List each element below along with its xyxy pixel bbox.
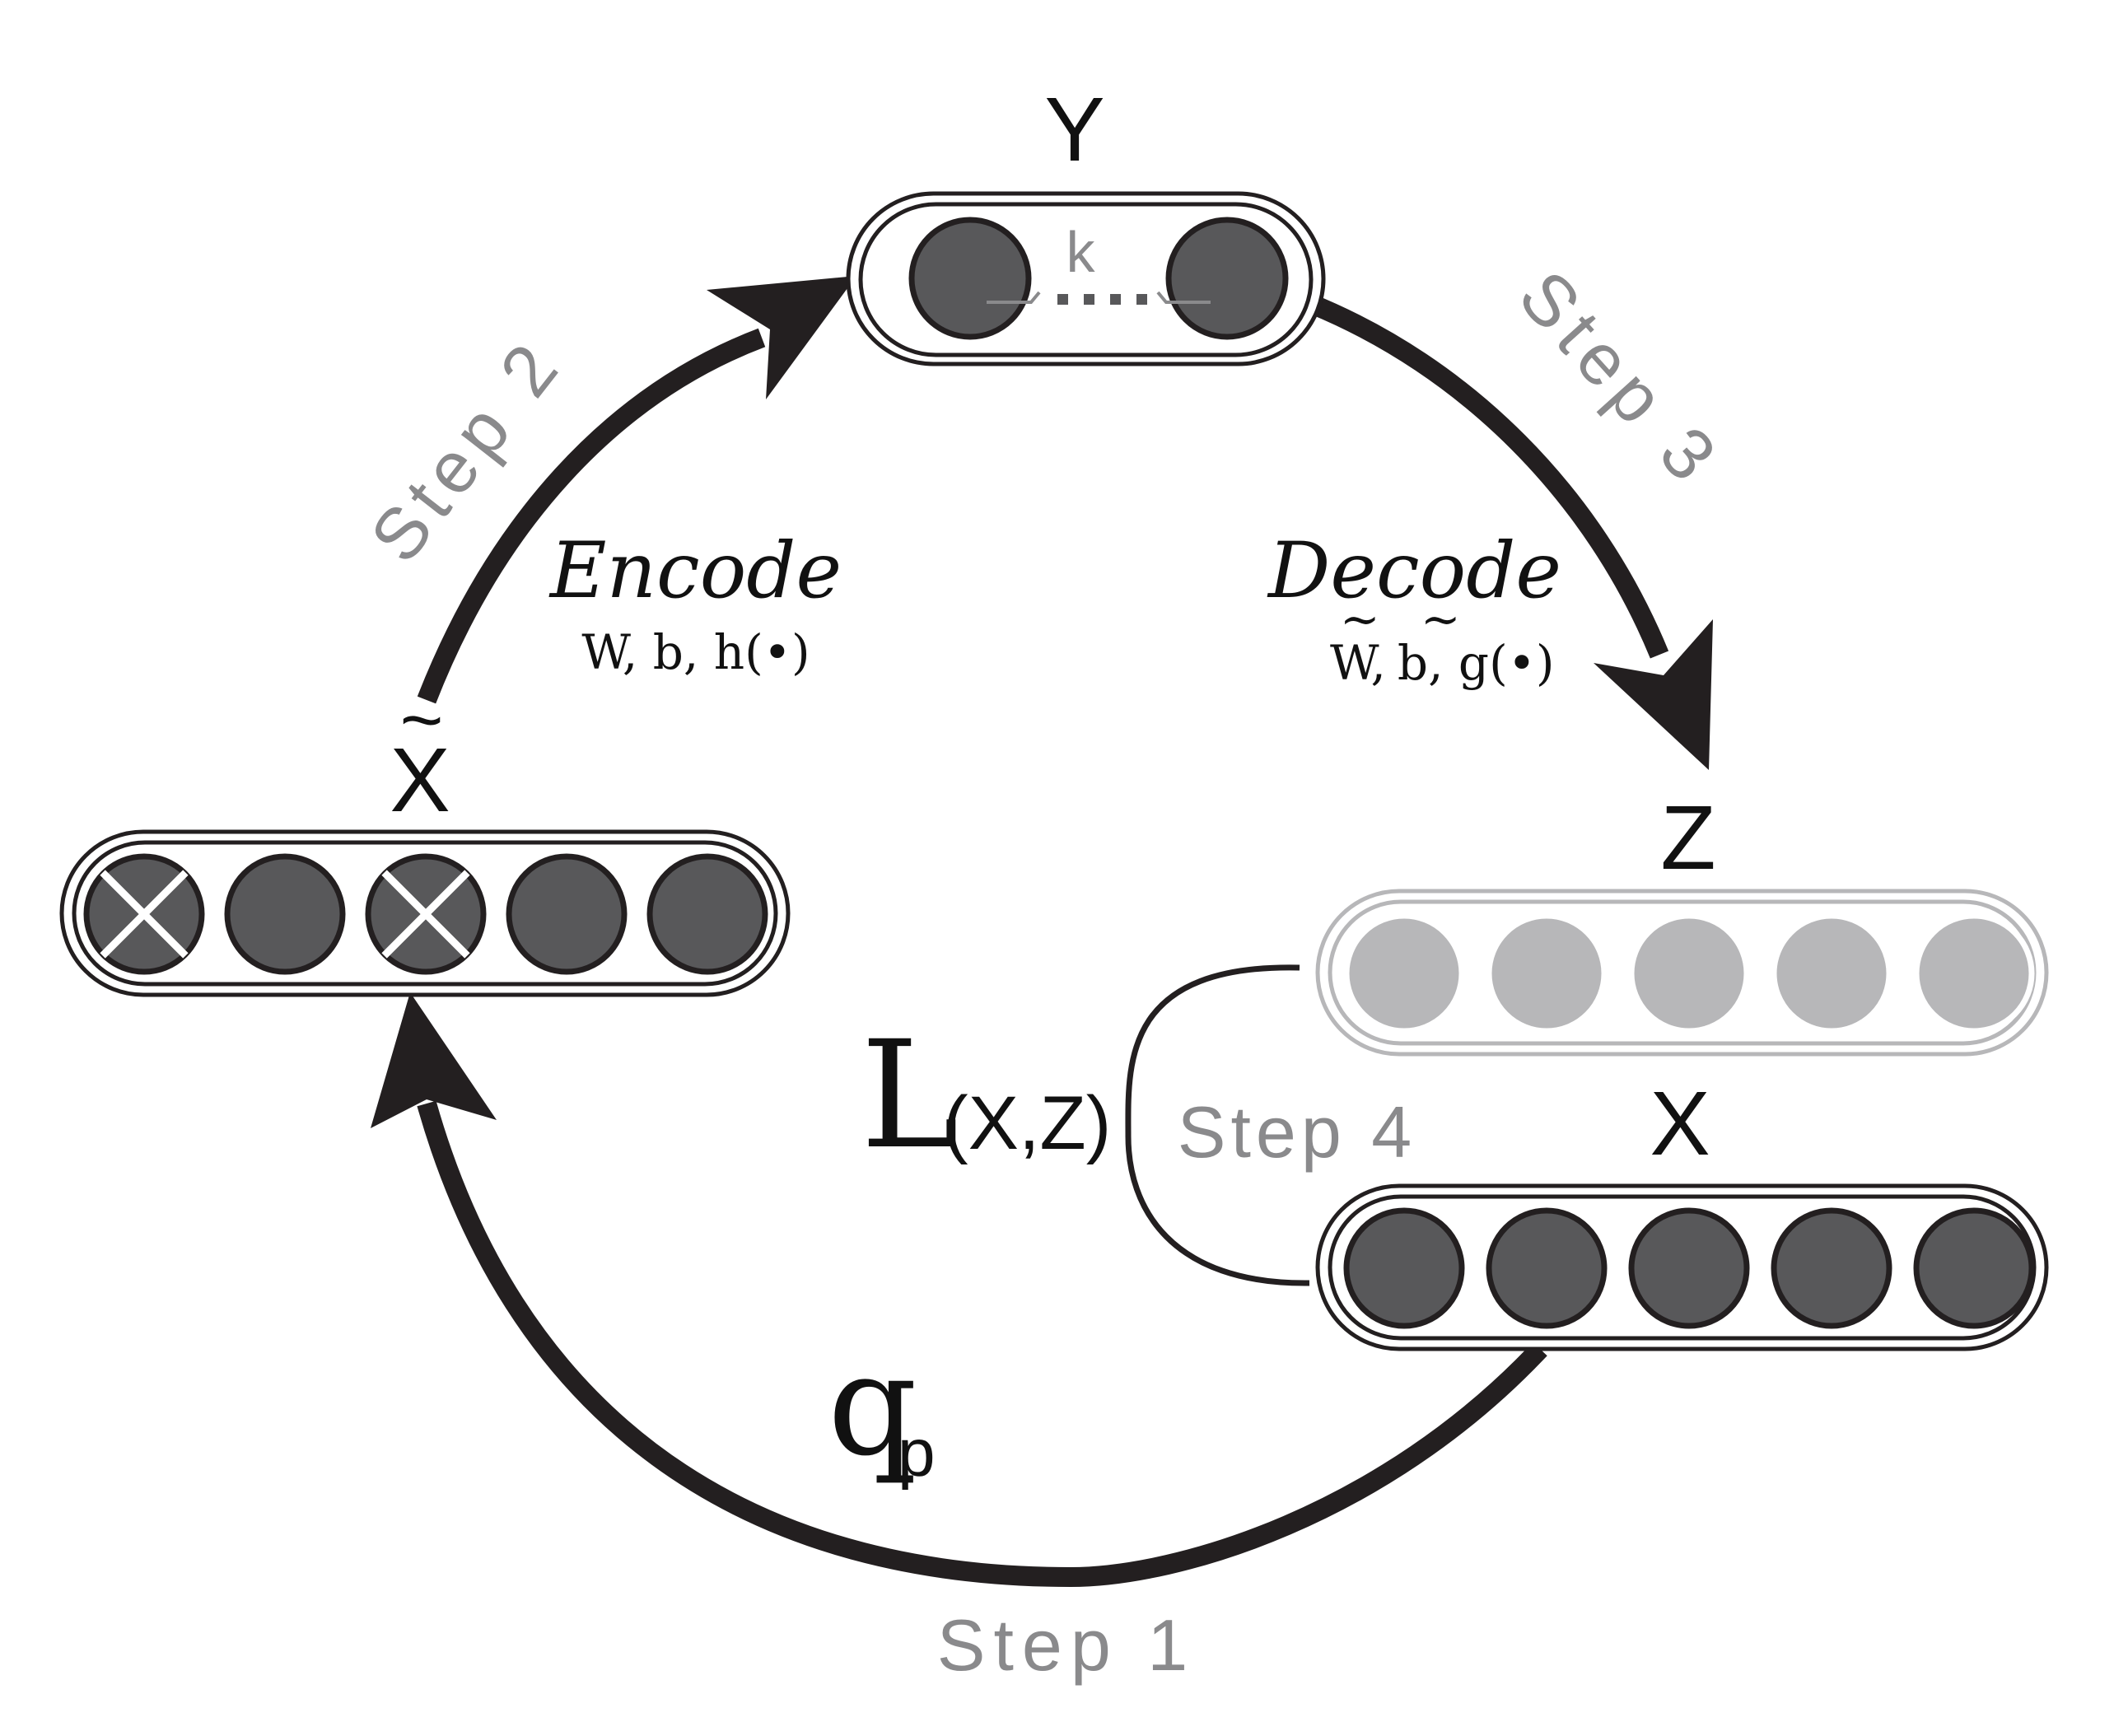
step2-label: Step 2 bbox=[354, 323, 578, 577]
loss-args: (X,Z) bbox=[943, 1081, 1111, 1165]
layer-x-node bbox=[1343, 1207, 1465, 1329]
step3-arrowhead bbox=[1594, 619, 1713, 770]
decode-param-b-tilde: ~ bbox=[1421, 591, 1461, 647]
layer-x bbox=[1315, 1183, 2049, 1351]
decode-param-w-tilde: ~ bbox=[1340, 591, 1380, 647]
layer-z bbox=[1315, 889, 2049, 1057]
layer-x-tilde-label: X bbox=[390, 730, 450, 831]
layer-x-tilde-node bbox=[646, 853, 768, 975]
layer-x-tilde-node bbox=[506, 853, 628, 975]
step1-arrowhead bbox=[371, 992, 497, 1128]
layer-z-node bbox=[1771, 912, 1892, 1034]
layer-x-node bbox=[1486, 1207, 1608, 1329]
step1-label: Step 1 bbox=[937, 1604, 1196, 1686]
layer-x-tilde-inner-outline bbox=[72, 840, 778, 987]
layer-z-node bbox=[1343, 912, 1465, 1034]
layer-z-label: Z bbox=[1660, 787, 1715, 889]
encode-params: W, b, h(•) bbox=[581, 624, 810, 680]
corrupted-node-cross-icon bbox=[381, 870, 470, 959]
encode-title: Encode bbox=[548, 526, 842, 616]
layer-y-inner-outline bbox=[858, 202, 1314, 357]
step3-arrow bbox=[1305, 293, 1713, 770]
layer-y-span-bracket bbox=[987, 291, 1211, 305]
layer-y-node bbox=[908, 217, 1032, 340]
layer-x-node bbox=[1771, 1207, 1892, 1329]
decode-param-sep: , bbox=[1370, 635, 1385, 691]
layer-x-tilde-node bbox=[224, 853, 346, 975]
layer-x-node bbox=[1913, 1207, 2035, 1329]
step4-label: Step 4 bbox=[1178, 1091, 1416, 1173]
step2-arrow bbox=[417, 276, 856, 704]
layer-x-tilde bbox=[59, 829, 791, 997]
corruption-symbol: q bbox=[828, 1324, 917, 1487]
layer-z-node bbox=[1486, 912, 1608, 1034]
decode-param-b: b bbox=[1398, 635, 1428, 691]
corruption-subscript: p bbox=[898, 1416, 936, 1491]
layer-y-span-label: k bbox=[1066, 220, 1096, 284]
layer-y-node bbox=[1165, 217, 1289, 340]
layer-z-node bbox=[1628, 912, 1750, 1034]
layer-x-tilde-tilde-mark: ~ bbox=[400, 679, 444, 762]
loss-symbol: L bbox=[861, 1010, 959, 1182]
decode-param-rest: , g(•) bbox=[1428, 635, 1554, 691]
step2-arrowhead bbox=[707, 276, 856, 399]
layer-z-node bbox=[1913, 912, 2035, 1034]
corrupted-node-cross-icon bbox=[100, 870, 189, 959]
layer-y: k bbox=[846, 191, 1326, 366]
step4-loss-loop bbox=[1125, 964, 1310, 1286]
decode-params: W,b, g(•) bbox=[1330, 635, 1555, 691]
decode-title: Decode bbox=[1267, 526, 1561, 616]
layer-y-label: Y bbox=[1044, 79, 1104, 180]
layer-x-node bbox=[1628, 1207, 1750, 1329]
step1-arrow bbox=[371, 992, 1547, 1588]
layer-x-label: X bbox=[1650, 1073, 1710, 1174]
